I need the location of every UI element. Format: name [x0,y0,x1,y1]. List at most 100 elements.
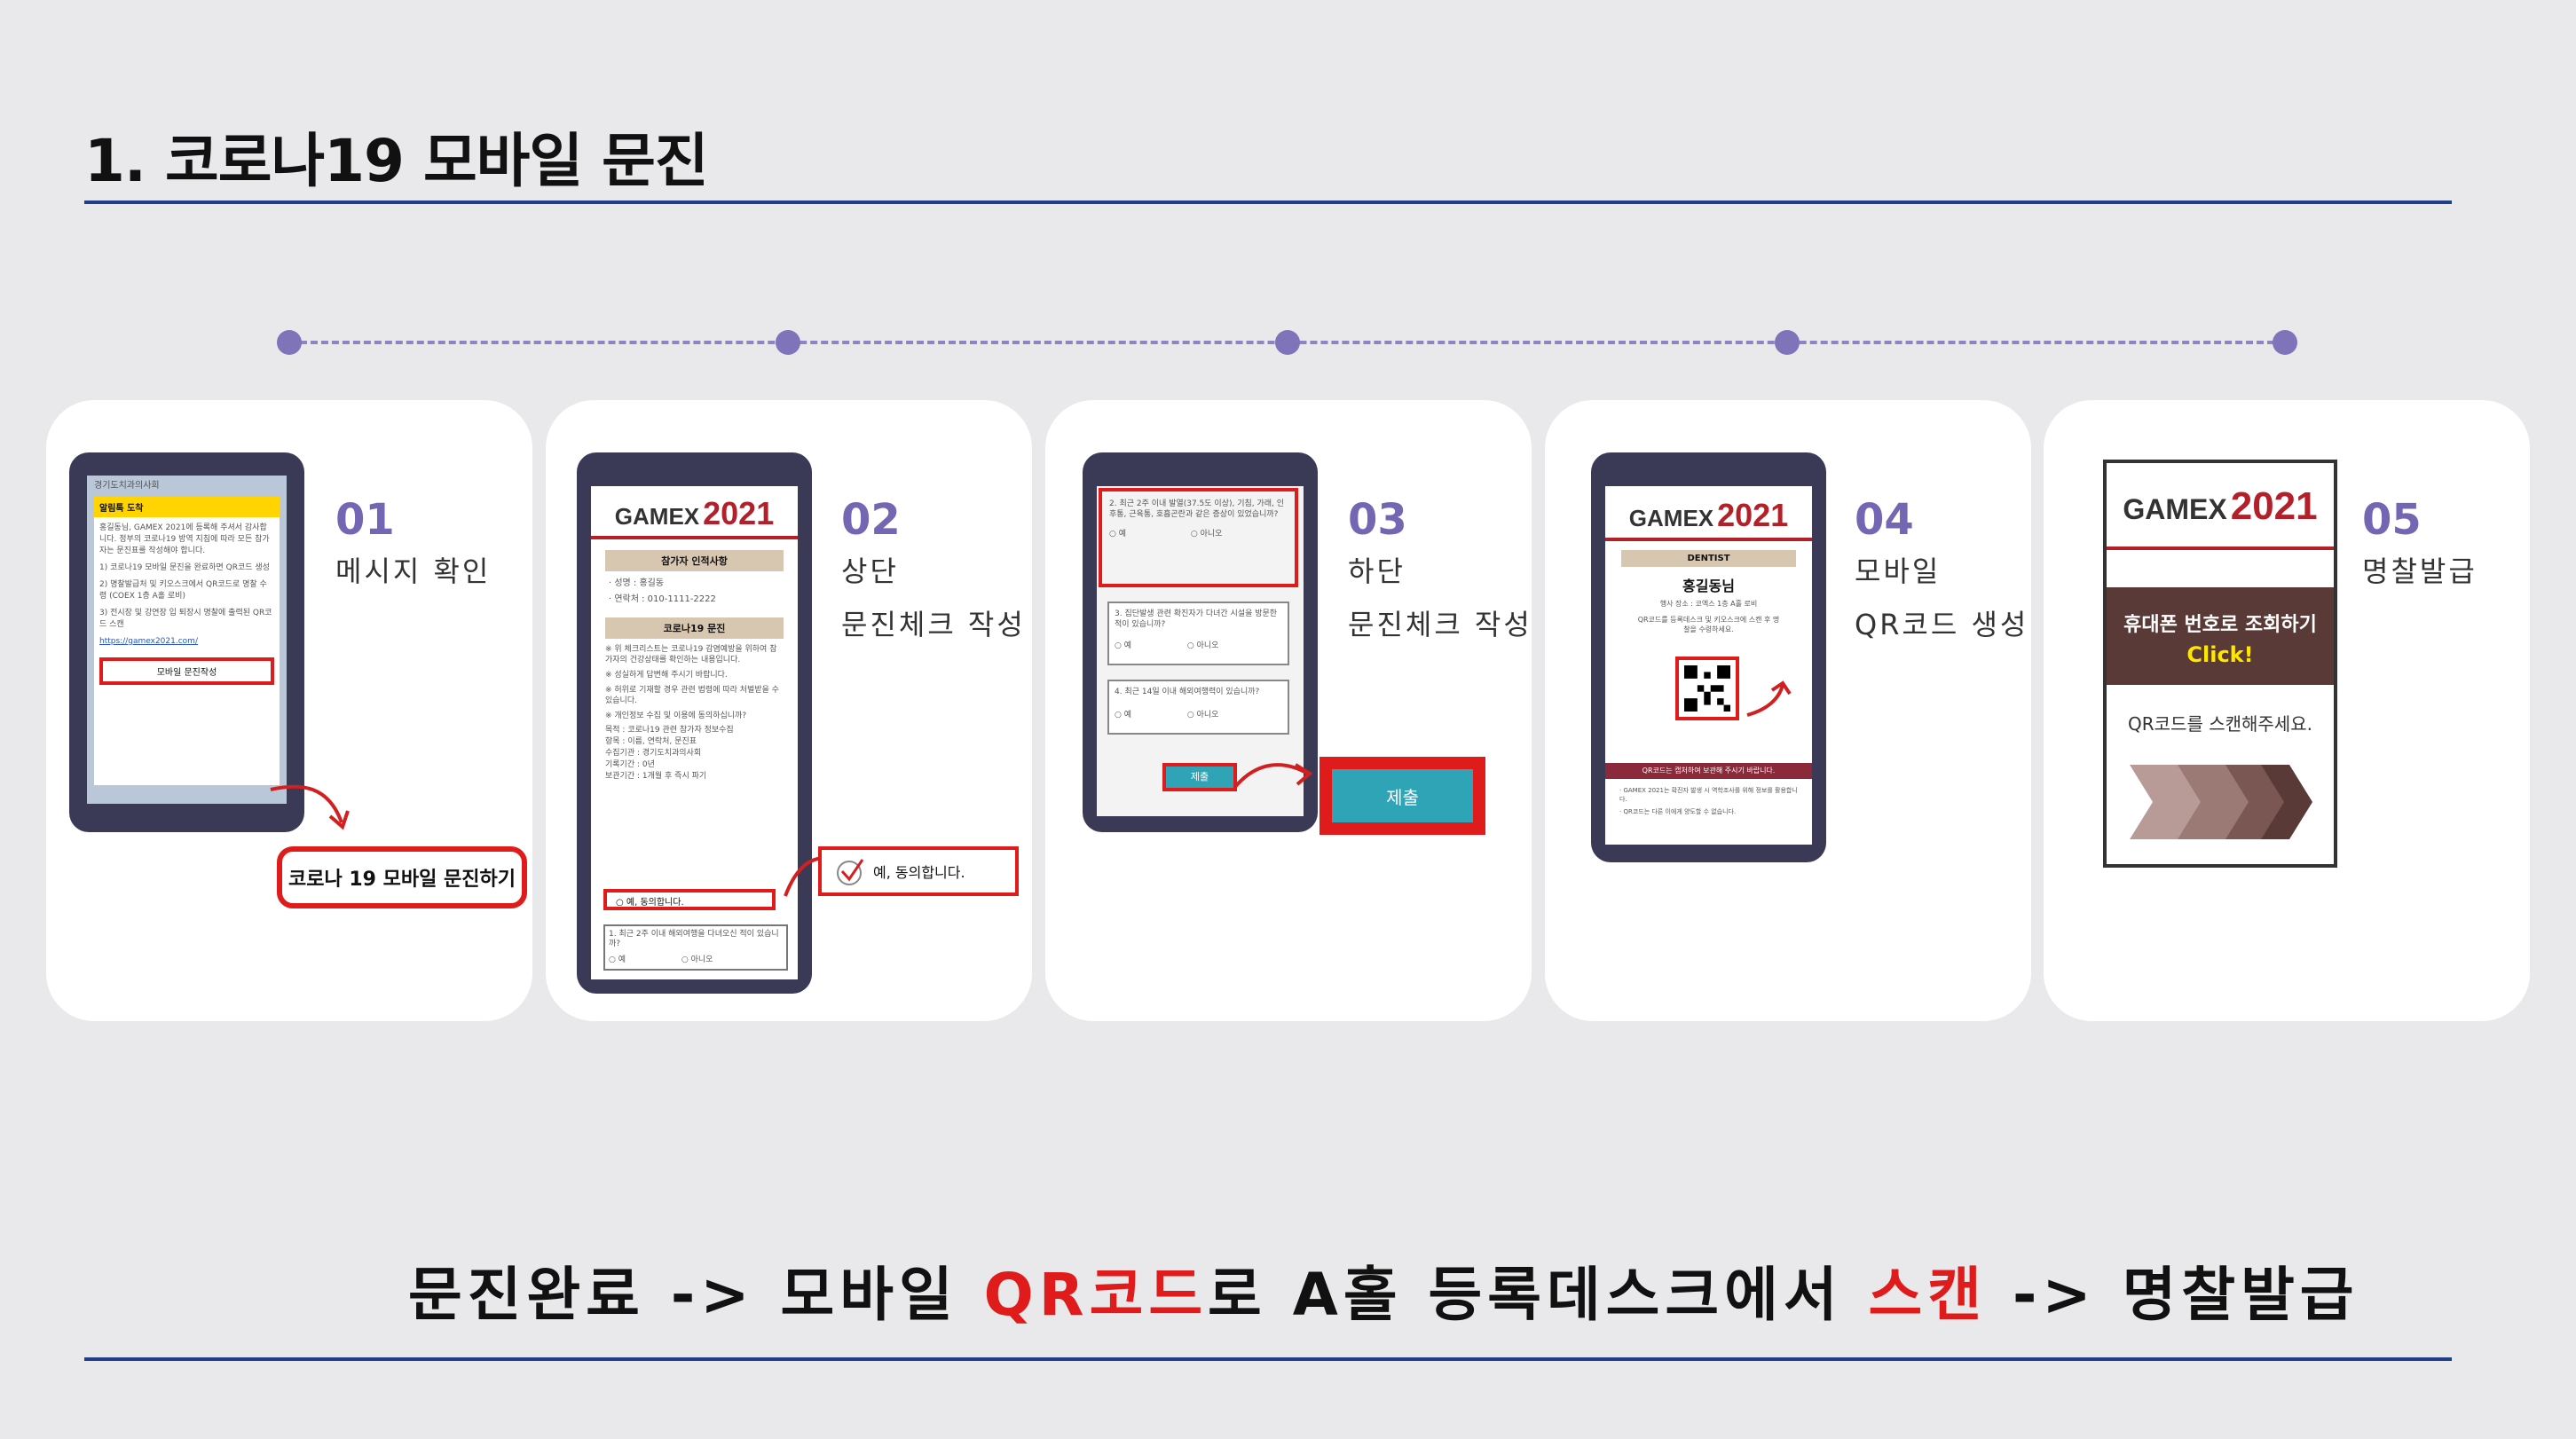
qr-notice-bar: QR코드는 캡처하여 보관해 주시기 바랍니다. [1605,763,1812,779]
phone-screen: 경기도치과의사회 알림톡 도착 홍길동님, GAMEX 2021에 등록해 주셔… [87,476,287,804]
step-label-2: 02 상단 문진체크 작성 [841,495,1026,651]
step-number: 01 [335,495,395,545]
summary-part: 로 A홀 등록데스크에서 [1208,1261,1869,1329]
mobile-survey-button[interactable]: 모바일 문진작성 [99,657,274,685]
consent-bullet: 항목 : 이름, 연락처, 문진표 [605,737,697,746]
survey-notes: ※ 위 체크리스트는 코로나19 감염예방을 위하여 참가자의 건강상태를 확인… [605,644,784,782]
consent-bullet: 목적 : 코로나19 관련 참가자 정보수집 [605,726,734,735]
phone-screen: 2. 최근 2주 이내 발열(37.5도 이상), 기침, 가래, 인후통, 근… [1097,486,1304,816]
footnote: · GAMEX 2021는 확진자 발생 시 역학조사를 위해 정보를 활용합니… [1619,787,1798,803]
timeline-dot [1775,330,1800,355]
sender-name: 경기도치과의사회 [94,481,160,491]
timeline-dot [2273,330,2297,355]
step-label-1: 01 메시지 확인 [335,495,491,598]
callout-agree[interactable]: 예, 동의합니다. [818,846,1019,896]
callout-agree-label: 예, 동의합니다. [873,864,965,881]
question-card: 2. 최근 2주 이내 발열(37.5도 이상), 기침, 가래, 인후통, 근… [1099,488,1298,587]
question-options: ○ 예 ○ 아니오 [1115,639,1282,653]
callout-survey-button[interactable]: 코로나 19 모바일 문진하기 [277,846,527,908]
message-item: 3) 전시장 및 강연장 입 퇴장시 명찰에 출력된 QR코드 스캔 [99,609,272,629]
agree-checkbox[interactable]: ○ 예, 동의합니다. [603,889,776,910]
radio-no[interactable]: ○ 아니오 [1186,641,1219,650]
step-number: 03 [1348,495,1407,545]
radio-no[interactable]: ○ 아니오 [1190,530,1223,539]
question-text: 1. 최근 2주 이내 해외여행을 다녀오신 적이 있습니까? [609,930,779,948]
summary-highlight-scan: 스캔 [1868,1261,1987,1329]
submit-button[interactable]: 제출 [1162,763,1237,791]
gamex-logo: GAMEX2021 [2107,463,2334,550]
step-number: 04 [1855,495,1914,545]
summary-highlight-qr: QR코드 [983,1261,1209,1329]
question-text: 4. 최근 14일 이내 해외여행력이 있습니까? [1115,688,1260,696]
kiosk-screen: GAMEX2021 휴대폰 번호로 조회하기 Click! QR코드를 스캔해주… [2103,460,2337,868]
step-number: 05 [2362,495,2422,545]
applicant-name: · 성명 : 홍길동 [609,578,665,588]
lookup-by-phone-button[interactable]: 휴대폰 번호로 조회하기 Click! [2107,587,2334,685]
radio-icon: ○ [616,898,624,908]
timeline-dot [776,330,800,355]
timeline-dot [277,330,302,355]
question-card: 3. 집단발생 관련 확진자가 다녀간 시설을 방문한 적이 있습니까? ○ 예… [1107,602,1289,665]
question-options: ○ 예 ○ 아니오 [1115,708,1282,722]
callout-submit-button[interactable]: 제출 [1332,769,1473,822]
consent-bullet: 보관기간 : 1개월 후 즉시 파기 [605,772,707,781]
step-text: 하단 [1348,554,1406,588]
summary-text: 문진완료 -> 모바일 QR코드로 A홀 등록데스크에서 스캔 -> 명찰발급 [408,1247,2359,1333]
survey-note: ※ 위 체크리스트는 코로나19 감염예방을 위하여 참가자의 건강상태를 확인… [605,645,777,664]
footnote: · QR코드는 다른 이에게 양도할 수 없습니다. [1619,808,1737,815]
phone-survey-bottom: 2. 최근 2주 이내 발열(37.5도 이상), 기침, 가래, 인후통, 근… [1083,452,1318,832]
step-text: 문진체크 작성 [1348,608,1532,641]
radio-yes[interactable]: ○ 예 [609,955,626,964]
click-label: Click! [2186,642,2254,667]
timeline-dot [1275,330,1300,355]
title-underline [84,201,2452,204]
venue-info: 행사 장소 : 코엑스 1층 A홀 로비 [1659,600,1758,608]
section-header: 참가자 인적사항 [605,550,784,571]
step-text: QR코드 생성 [1855,608,2029,641]
radio-yes[interactable]: ○ 예 [1115,641,1131,650]
arrow-icon [270,784,350,830]
role-badge: DENTIST [1621,550,1796,567]
consent-bullet: 기록기간 : 0년 [605,760,655,769]
radio-yes[interactable]: ○ 예 [1109,530,1126,539]
step-text: 상단 [841,554,899,588]
message-link[interactable]: https://gamex2021.com/ [99,637,198,646]
survey-note: ※ 성실하게 답변해 주시기 바랍니다. [605,671,728,680]
message-bubble: 홍길동님, GAMEX 2021에 등록해 주셔서 감사합니다. 정부의 코로나… [94,517,280,785]
radio-no[interactable]: ○ 아니오 [1186,711,1219,720]
check-circle-icon [837,859,864,885]
arrow-icon [1746,680,1792,717]
callout-submit[interactable]: 제출 [1320,757,1485,835]
step-label-5: 05 명찰발급 [2362,495,2478,598]
step-text: 문진체크 작성 [841,608,1026,641]
page-title: 1. 코로나19 모바일 문진 [84,127,709,195]
question-card: 4. 최근 14일 이내 해외여행력이 있습니까? ○ 예 ○ 아니오 [1107,680,1289,735]
question-text: 3. 집단발생 관련 확진자가 다녀간 시설을 방문한 적이 있습니까? [1115,609,1278,629]
consent-bullet: 수집기관 : 경기도치과의사회 [605,749,702,758]
chevron-arrows-icon [2130,765,2312,839]
arrow-icon [1233,763,1313,790]
survey-note: ※ 허위로 기재할 경우 관련 법령에 따라 처벌받을 수 있습니다. [605,686,780,705]
question-card: 1. 최근 2주 이내 해외여행을 다녀오신 적이 있습니까? ○ 예 ○ 아니… [603,924,788,971]
step-text: 모바일 [1855,554,1942,588]
attendee-name: 홍길동님 [1682,578,1735,594]
summary-part: 문진완료 -> 모바일 [408,1261,984,1329]
lookup-label: 휴대폰 번호로 조회하기 [2123,614,2317,636]
agree-label: 예, 동의합니다. [626,898,684,908]
question-options: ○ 예 ○ 아니오 [609,953,783,967]
qr-code-icon [1684,665,1730,712]
radio-no[interactable]: ○ 아니오 [681,955,713,964]
radio-yes[interactable]: ○ 예 [1115,711,1131,720]
question-text: 2. 최근 2주 이내 발열(37.5도 이상), 기침, 가래, 인후통, 근… [1109,499,1285,519]
step-text: 메시지 확인 [335,554,492,588]
question-options: ○ 예 ○ 아니오 [1109,527,1288,541]
phone-message: 경기도치과의사회 알림톡 도착 홍길동님, GAMEX 2021에 등록해 주셔… [69,452,304,832]
step-text: 명찰발급 [2362,554,2478,588]
alert-banner: 알림톡 도착 [94,497,280,517]
